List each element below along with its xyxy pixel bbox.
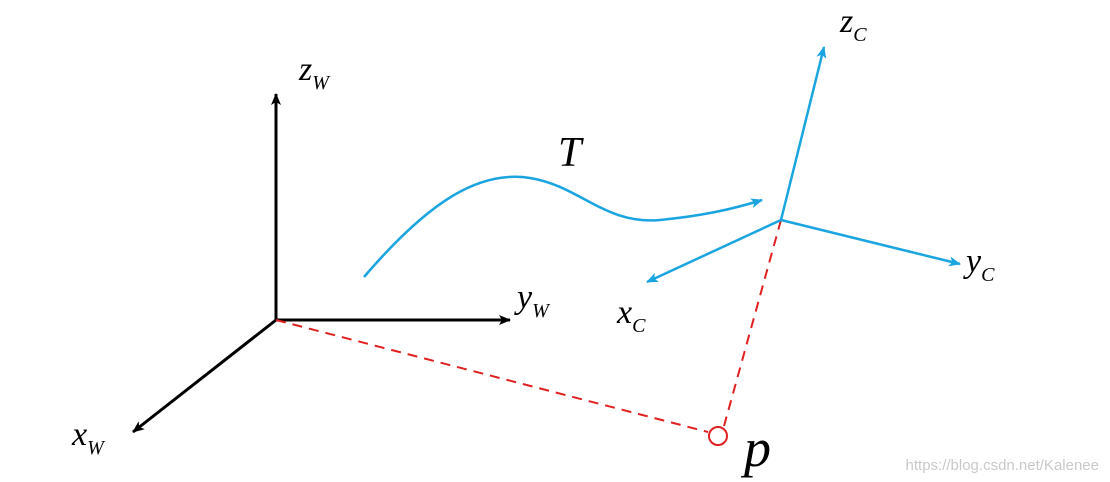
world-x-axis (132, 318, 277, 434)
transform-label: T (558, 130, 584, 176)
camera-x-label: xC (616, 294, 646, 337)
camera-to-point-dashed-line (723, 219, 782, 427)
camera-x-axis (646, 218, 782, 284)
camera-z-axis (779, 46, 827, 221)
camera-y-axis (780, 218, 961, 267)
world-frame (132, 93, 511, 434)
world-x-label: xW (71, 416, 106, 459)
world-to-point-dashed-line (275, 319, 709, 433)
world-y-label: yW (514, 279, 551, 322)
transform-curve-arrow (363, 175, 763, 278)
world-z-label: zW (298, 51, 331, 94)
watermark-text: https://blog.csdn.net/Kalenee (906, 457, 1099, 474)
projection-lines (275, 219, 782, 433)
point-marker (708, 426, 728, 446)
camera-y-label: yC (963, 243, 995, 286)
camera-z-label: zC (839, 3, 867, 46)
point-label: p (740, 418, 771, 478)
camera-frame (646, 46, 961, 284)
